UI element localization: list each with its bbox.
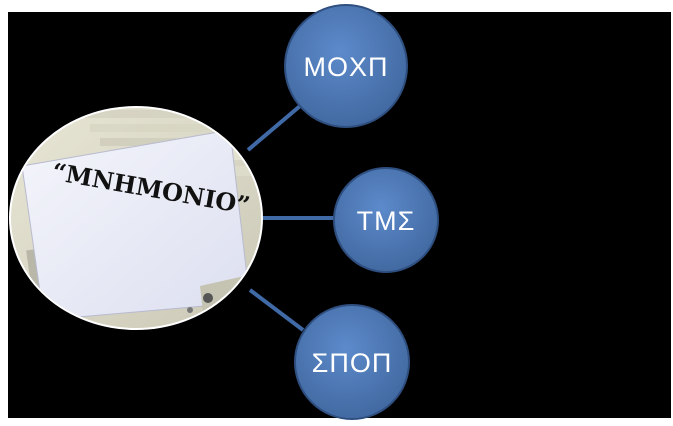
connector-moxp [246, 104, 302, 152]
center-photo: “ΜΝΗΜΟΝΙΟ” [9, 106, 263, 330]
node-tms-label: ΤΜΣ [357, 206, 416, 236]
node-tms: ΤΜΣ [333, 167, 439, 273]
node-spop: ΣΠΟΠ [294, 304, 410, 420]
connectors [246, 104, 338, 332]
node-moxp-label: ΜΟΧΠ [304, 52, 389, 82]
node-spop-label: ΣΠΟΠ [312, 348, 393, 378]
node-moxp: ΜΟΧΠ [284, 4, 408, 128]
connector-spop [248, 288, 305, 332]
